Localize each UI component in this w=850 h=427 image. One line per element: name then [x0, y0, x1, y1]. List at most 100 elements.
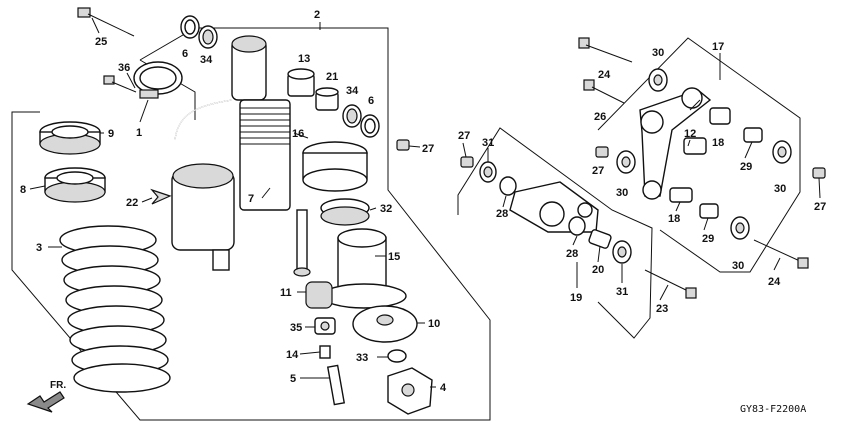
callout-31b: 31: [616, 286, 628, 298]
screw-36: [103, 75, 137, 93]
seal-34-right: [342, 104, 362, 128]
callout-16: 16: [292, 128, 304, 140]
callout-34b: 34: [346, 85, 359, 97]
bolt-24-upper: [578, 37, 633, 63]
callout-27a: 27: [422, 143, 434, 155]
callout-4: 4: [440, 382, 447, 394]
clevis-4: [387, 367, 433, 415]
seal-30-lower: [730, 216, 750, 240]
shock-assembly-outline: [11, 27, 491, 421]
callout-20: 20: [592, 264, 604, 276]
bearing-28-lower: [568, 216, 586, 236]
callout-27c: 27: [592, 165, 604, 177]
collar-12: [683, 137, 707, 155]
dust-cap: [150, 188, 172, 205]
callout-30b: 30: [616, 187, 628, 199]
callout-5: 5: [290, 373, 296, 385]
nut-27-link: [460, 156, 474, 168]
callout-6a: 6: [182, 48, 188, 60]
pin-14: [319, 345, 331, 359]
collar-18-upper: [709, 107, 731, 125]
bolt-23: [644, 269, 697, 299]
callout-29b: 29: [702, 233, 714, 245]
callout-7: 7: [248, 193, 254, 205]
callout-30d: 30: [732, 260, 744, 272]
bump-rubber-15: [321, 228, 407, 309]
callout-17: 17: [712, 41, 724, 53]
bearing-28-upper: [499, 176, 517, 196]
callout-18b: 18: [668, 213, 680, 225]
callout-9: 9: [108, 128, 114, 140]
callout-24a: 24: [598, 69, 611, 81]
bushing-21: [315, 87, 339, 111]
callout-30a: 30: [652, 47, 664, 59]
spring-seat-10: [352, 305, 418, 343]
seal-6-left: [180, 15, 200, 39]
bearing-29-upper: [743, 127, 763, 143]
rubber-11: [305, 281, 333, 309]
callout-32: 32: [380, 203, 392, 215]
callout-2: 2: [314, 9, 320, 21]
seal-31-lower: [612, 240, 632, 264]
callout-21: 21: [326, 71, 338, 83]
callout-8: 8: [20, 184, 26, 196]
callout-36: 36: [118, 62, 130, 74]
drawing-code: GY83-F2200A: [740, 404, 806, 415]
damper-body: [231, 35, 311, 277]
callout-25: 25: [95, 36, 107, 48]
callout-15: 15: [388, 251, 400, 263]
nut-27-arm: [595, 146, 609, 158]
callout-30c: 30: [774, 183, 786, 195]
seal-30-upper: [648, 68, 668, 92]
callout-28a: 28: [496, 208, 508, 220]
callout-13: 13: [298, 53, 310, 65]
collar-18-lower: [669, 187, 693, 203]
nut-27-right: [812, 167, 826, 179]
stopper-16: [302, 141, 368, 192]
callout-34a: 34: [200, 54, 213, 66]
callout-10: 10: [428, 318, 440, 330]
callout-18a: 18: [712, 137, 724, 149]
arm-group-outline: [597, 37, 801, 273]
callout-6b: 6: [368, 95, 374, 107]
callout-22: 22: [126, 197, 138, 209]
nut-35: [314, 317, 336, 335]
callout-11: 11: [280, 287, 292, 299]
linkage-group-outline: [457, 127, 653, 339]
callout-23: 23: [656, 303, 668, 315]
callout-35: 35: [290, 322, 302, 334]
direction-label: FR.: [50, 380, 66, 391]
shock-spring: [59, 225, 171, 393]
collar-13: [287, 68, 315, 97]
callout-27b: 27: [458, 130, 470, 142]
pin-5: [326, 364, 346, 406]
reservoir-hose: [174, 99, 233, 172]
nut-27-shock: [396, 139, 410, 151]
shock-arm: [639, 87, 712, 200]
callout-12: 12: [684, 128, 696, 140]
callout-29a: 29: [740, 161, 752, 173]
callout-1: 1: [136, 127, 142, 139]
callout-31a: 31: [482, 137, 494, 149]
washer-33: [387, 349, 407, 363]
seal-34-left: [198, 25, 218, 49]
callout-28b: 28: [566, 248, 578, 260]
callout-19: 19: [570, 292, 582, 304]
seal-31-upper: [479, 161, 497, 183]
bolt-24-lower: [753, 239, 809, 269]
lock-nut-upper: [39, 121, 101, 155]
seal-30-mid: [616, 150, 636, 174]
callout-24b: 24: [768, 276, 781, 288]
seal-6-right: [360, 114, 380, 138]
callout-26: 26: [594, 111, 606, 123]
callout-labels: 1 2 3 4 5 6 6 7 8 9 10 11 12 13 14 15 16…: [20, 9, 826, 394]
callout-27d: 27: [814, 201, 826, 213]
reservoir-tank: [171, 163, 235, 271]
collar-20: [588, 229, 612, 249]
callout-14: 14: [286, 349, 299, 361]
callout-3: 3: [36, 242, 42, 254]
leader-lines: [29, 17, 821, 388]
hose-clamp: [133, 61, 183, 99]
callout-33: 33: [356, 352, 368, 364]
